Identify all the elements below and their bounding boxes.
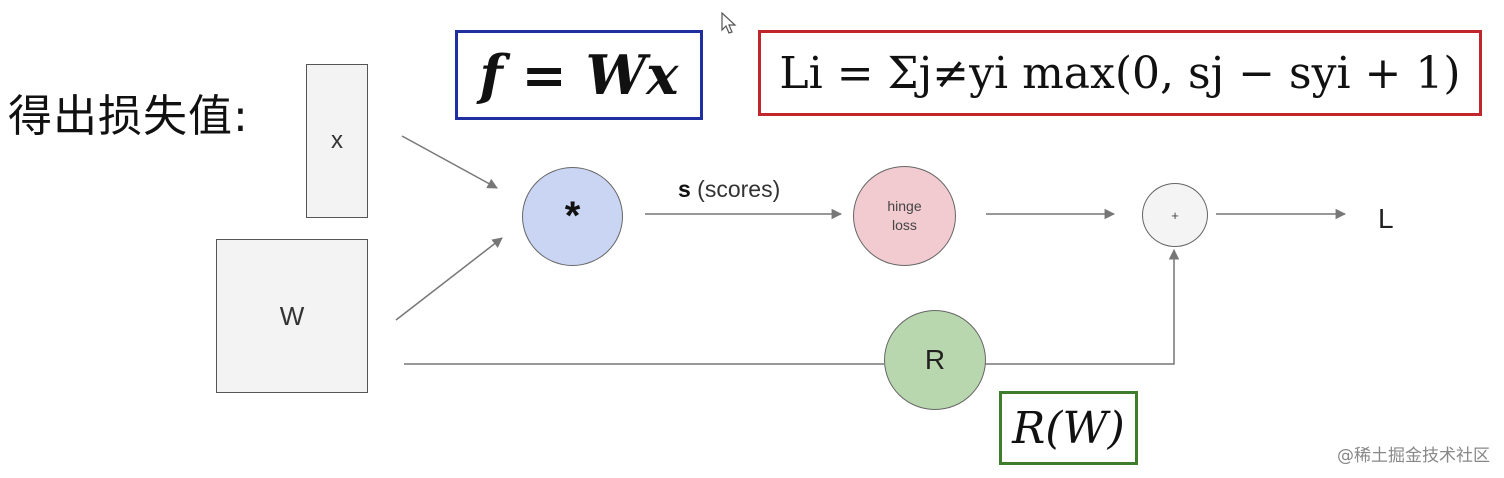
hinge-loss-node: hinge loss [853, 166, 956, 266]
multiply-symbol: * [564, 194, 581, 238]
scores-symbol: s [678, 176, 691, 202]
loss-function-formula: Li = Σj≠yi max(0, sj − syi + 1) [758, 30, 1482, 116]
edge-w-to-multiply [395, 237, 503, 321]
sum-node: + [1142, 183, 1208, 247]
input-w-box: W [216, 239, 368, 393]
input-x-box: x [306, 64, 368, 218]
regularizer-node: R [884, 310, 986, 410]
input-w-label: W [279, 300, 305, 331]
score-function-formula: f = Wx [455, 30, 703, 120]
multiply-node: * [522, 167, 623, 266]
edge-regularizer-to-plus [985, 248, 1180, 365]
regularization-formula: R(W) [999, 391, 1138, 465]
hinge-loss-label: hinge loss [887, 198, 922, 233]
scores-edge-label: s (scores) [678, 176, 780, 203]
output-loss-label: L [1378, 203, 1394, 234]
scores-text: (scores) [690, 176, 781, 202]
regularizer-label: R [924, 344, 946, 375]
edge-x-to-multiply [401, 135, 498, 189]
plus-symbol: + [1171, 207, 1179, 223]
input-x-label: x [331, 127, 343, 154]
mouse-cursor-icon [721, 12, 737, 34]
watermark: @稀土掘金技术社区 [1337, 446, 1490, 466]
heading: 得出损失值: [8, 91, 249, 142]
